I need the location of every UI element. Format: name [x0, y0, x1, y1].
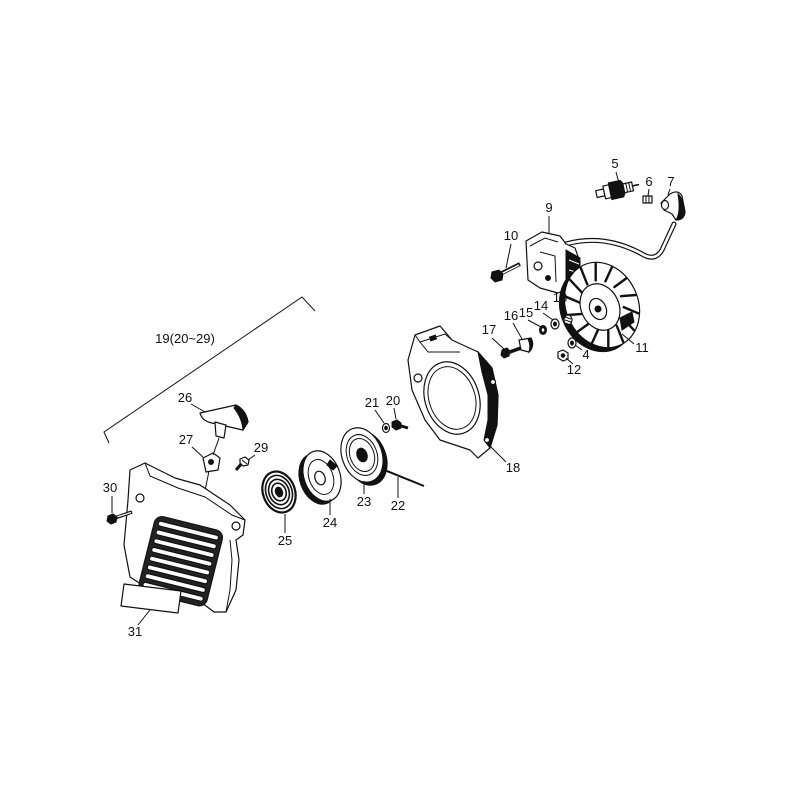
plug-cap	[660, 191, 686, 221]
flywheel-fin	[613, 277, 628, 289]
callout-18: 18	[489, 445, 520, 475]
spring-case	[298, 450, 342, 505]
callout-19: 19(20~29)	[155, 331, 215, 346]
rope-guide-clip	[202, 452, 221, 473]
callout-label-15: 15	[519, 305, 533, 320]
woodruff-key-16	[518, 337, 534, 354]
callout-16: 16	[504, 308, 523, 340]
callout-5: 5	[611, 156, 620, 184]
callout-label-22: 22	[391, 498, 405, 513]
spark-plug	[595, 179, 640, 201]
starter-handle	[199, 404, 249, 439]
washer-4	[567, 337, 577, 349]
callout-6: 6	[645, 174, 653, 197]
callout-label-27: 27	[179, 432, 193, 447]
callout-label-29: 29	[254, 440, 268, 455]
cover-screw	[106, 510, 133, 525]
callout-label-6: 6	[645, 174, 652, 189]
callout-label-7: 7	[667, 174, 674, 189]
callout-31: 31	[128, 609, 151, 639]
flywheel-spring-13	[563, 314, 573, 326]
flywheel-fin	[576, 321, 591, 333]
flywheel-fin	[604, 266, 614, 283]
callout-26: 26	[178, 390, 206, 413]
callout-27: 27	[179, 432, 204, 458]
coil-bolt	[490, 262, 521, 283]
starter-bolt-20	[391, 419, 409, 431]
callout-label-18: 18	[506, 460, 520, 475]
nut-12	[557, 349, 569, 362]
callout-label-11: 11	[635, 340, 649, 355]
callout-13: 13	[553, 290, 567, 316]
plug-terminal	[642, 195, 653, 204]
callout-11: 11	[621, 333, 649, 355]
flywheel-fin	[568, 278, 583, 294]
callout-label-19: 19(20~29)	[155, 331, 215, 346]
clip-screw	[234, 456, 250, 471]
flywheel-fin	[619, 293, 637, 298]
callout-10: 10	[504, 228, 518, 269]
callout-label-12: 12	[567, 362, 581, 377]
callout-label-5: 5	[611, 156, 618, 171]
callout-7: 7	[667, 174, 675, 196]
washer-15	[539, 325, 547, 335]
flywheel-fin	[567, 312, 585, 317]
callout-label-24: 24	[323, 515, 337, 530]
callout-label-4: 4	[582, 347, 589, 362]
flywheel-fin	[579, 266, 589, 286]
callout-label-25: 25	[278, 533, 292, 548]
flywheel-fins	[564, 262, 640, 348]
rope-pulley	[340, 427, 388, 486]
callout-9: 9	[545, 200, 553, 234]
callout-label-16: 16	[504, 308, 518, 323]
washer-14	[550, 318, 560, 330]
callout-label-30: 30	[103, 480, 117, 495]
callout-21: 21	[365, 395, 385, 424]
flywheel	[558, 261, 641, 353]
recoil-spring	[261, 470, 297, 514]
flywheel-fin	[590, 327, 600, 344]
callout-12: 12	[565, 357, 581, 377]
callout-30: 30	[103, 480, 117, 513]
callout-22: 22	[391, 477, 405, 513]
flywheel-fin	[622, 305, 640, 315]
callout-23: 23	[357, 481, 371, 509]
callout-17: 17	[482, 322, 505, 350]
callout-label-17: 17	[482, 322, 496, 337]
cover-grille	[138, 516, 224, 607]
callout-15: 15	[519, 305, 542, 328]
flywheel-fin	[564, 295, 582, 305]
callout-label-14: 14	[534, 298, 548, 313]
high-tension-wire	[563, 221, 677, 260]
flywheel-fin	[615, 324, 625, 344]
callout-14: 14	[534, 298, 554, 321]
callout-24: 24	[323, 499, 337, 530]
callout-label-21: 21	[365, 395, 379, 410]
callout-29: 29	[247, 440, 268, 461]
callout-label-10: 10	[504, 228, 518, 243]
washer-21	[381, 422, 391, 434]
callout-label-13: 13	[553, 290, 567, 305]
bolt-17	[500, 346, 522, 359]
callout-label-20: 20	[386, 393, 400, 408]
callout-label-23: 23	[357, 494, 371, 509]
callout-label-26: 26	[178, 390, 192, 405]
callout-label-31: 31	[128, 624, 142, 639]
callout-label-9: 9	[545, 200, 552, 215]
label-plate	[120, 583, 182, 614]
assembly-bracket-19	[103, 296, 316, 444]
callout-25: 25	[278, 514, 292, 548]
callout-4: 4	[574, 344, 590, 362]
fan-housing	[407, 325, 499, 459]
callout-20: 20	[386, 393, 400, 420]
